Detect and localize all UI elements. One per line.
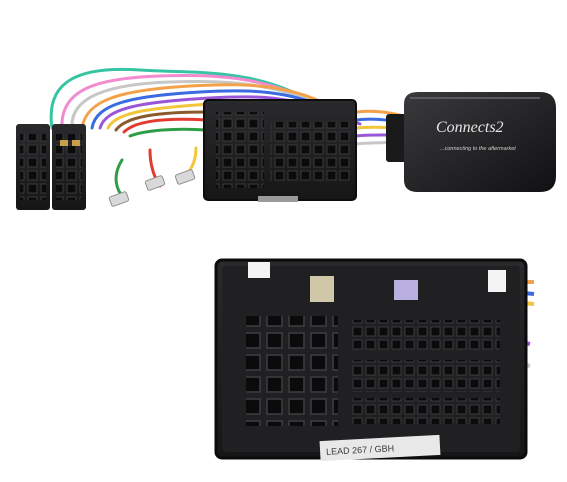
iso-connector-left — [16, 124, 50, 210]
iso-connector-right — [52, 124, 86, 210]
interface-box: Connects2 ...connecting to the aftermark… — [386, 92, 556, 192]
vehicle-connector-closeup: LEAD 267 / GBH — [214, 258, 535, 462]
brand-tagline: ...connecting to the aftermarket — [440, 146, 516, 152]
spade-terminals — [108, 169, 196, 207]
part-label: LEAD 267 / GBH — [326, 443, 394, 457]
vehicle-connector-small — [203, 99, 357, 202]
brand-logo: Connects2 — [436, 119, 504, 136]
